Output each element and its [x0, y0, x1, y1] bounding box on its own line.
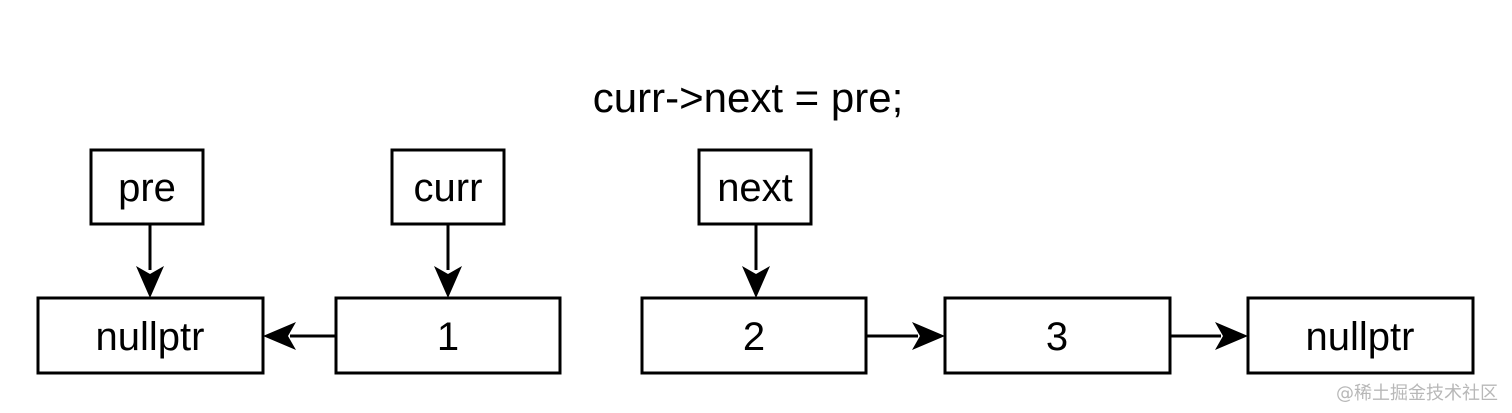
- pointer-next: next: [697, 148, 813, 226]
- node-nullptr-right: nullptr: [1246, 296, 1475, 375]
- node-1-label: 1: [437, 315, 459, 359]
- pointer-pre-box: [89, 148, 205, 226]
- node-nullptr-left-box: [36, 296, 265, 375]
- arrow-curr-to-node-1: [434, 224, 462, 298]
- node-1: 1: [334, 296, 562, 375]
- watermark: @稀土掘金技术社区: [1336, 383, 1498, 404]
- node-2-box: [640, 296, 868, 375]
- pointer-curr: curr: [390, 148, 506, 226]
- node-3-label: 3: [1046, 315, 1068, 359]
- arrow-node-1-to-nullptr: [263, 322, 336, 350]
- arrow-node-2-to-node-3: [866, 322, 945, 350]
- node-2: 2: [640, 296, 868, 375]
- diagram-title: curr->next = pre;: [593, 74, 903, 121]
- arrow-node-3-to-nullptr: [1170, 322, 1248, 350]
- pointer-next-label: next: [717, 166, 793, 210]
- pointer-pre-label: pre: [118, 166, 176, 210]
- arrow-next-to-node-2: [742, 224, 770, 298]
- node-nullptr-left: nullptr: [36, 296, 265, 375]
- node-2-label: 2: [743, 315, 765, 359]
- pointer-pre: pre: [89, 148, 205, 226]
- node-nullptr-right-box: [1246, 296, 1475, 375]
- pointer-curr-label: curr: [414, 166, 483, 210]
- node-3: 3: [943, 296, 1172, 375]
- node-3-box: [943, 296, 1172, 375]
- node-nullptr-right-label: nullptr: [1306, 315, 1415, 359]
- node-1-box: [334, 296, 562, 375]
- arrow-pre-to-nullptr: [136, 224, 164, 298]
- node-nullptr-left-label: nullptr: [96, 315, 205, 359]
